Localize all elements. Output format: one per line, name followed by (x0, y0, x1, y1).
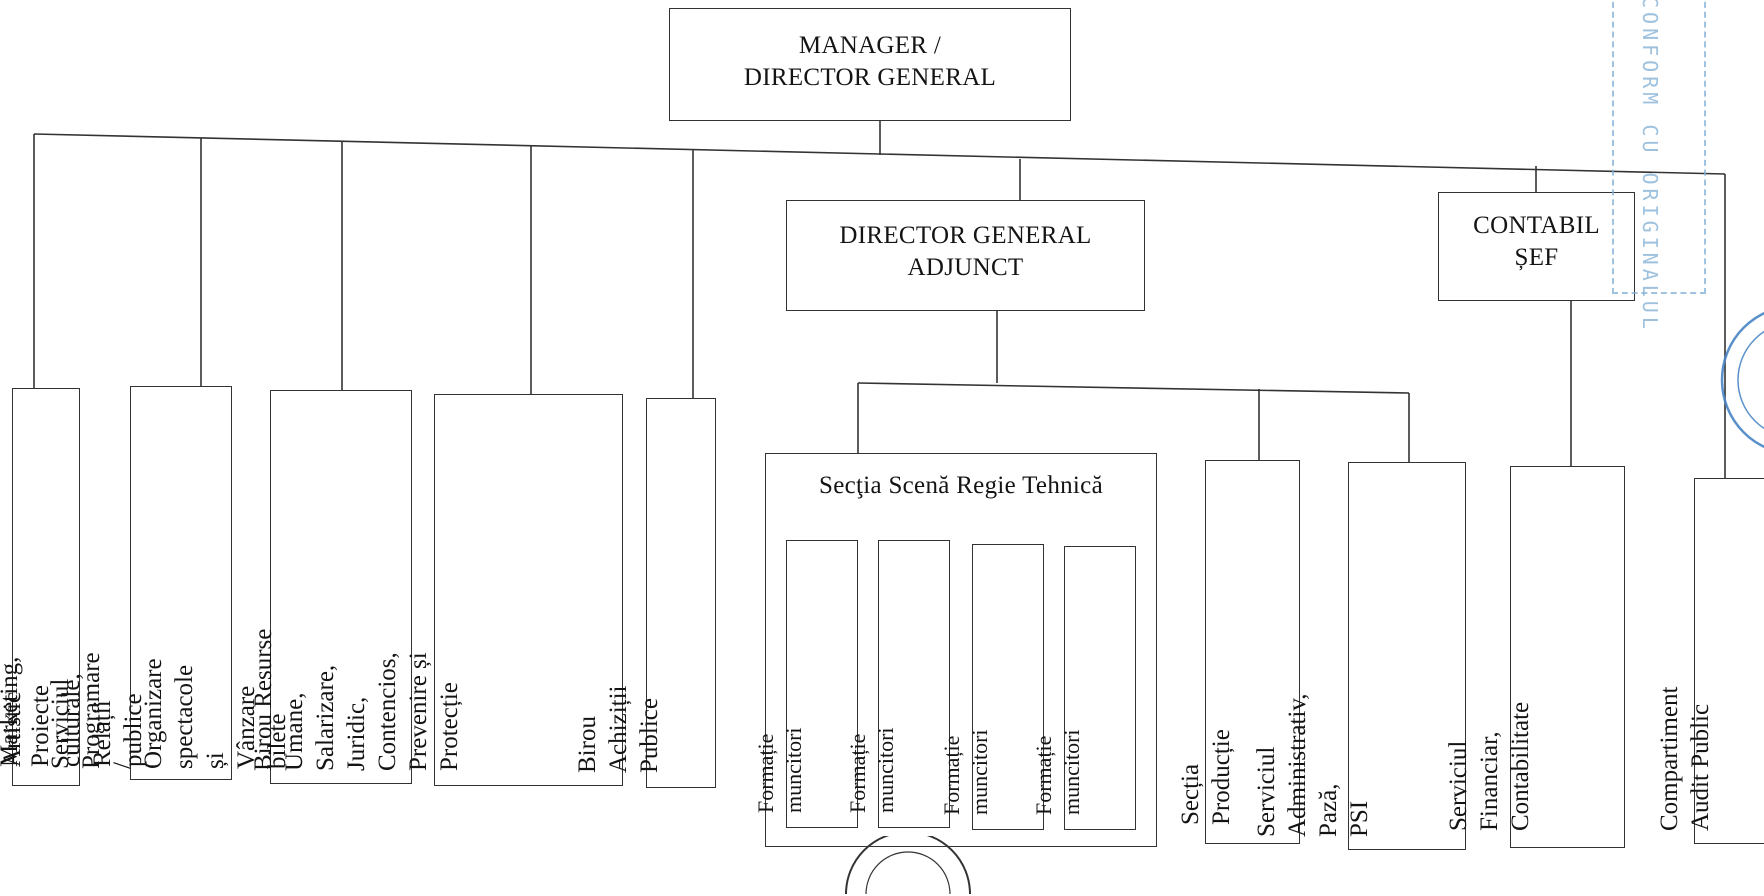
node-serviciul-financiar: Serviciul Financiar, Contabilitate (1445, 466, 1625, 848)
node-serviciul-financiar-label: Serviciul Financiar, Contabilitate (1444, 701, 1534, 831)
connector-main-bus (33, 133, 1726, 175)
node-formatie-4: Formație muncitori (1031, 546, 1136, 830)
certified-copy-stamp-text: CONFORM CU ORIGINALUL (1638, 0, 1662, 333)
node-chief-accountant-label: CONTABIL ȘEF (1473, 212, 1600, 271)
node-deputy: DIRECTOR GENERAL ADJUNCT (786, 200, 1145, 311)
node-birou-achizitii-label: Birou Achiziții Publice (574, 685, 663, 773)
connector-deputy-sub-bus (857, 382, 1410, 394)
node-sectia-productie-label: Secția Producție (1176, 729, 1235, 825)
node-serviciul-programare: Serviciul Programare / Organizare specta… (47, 390, 412, 784)
node-manager-label: MANAGER / DIRECTOR GENERAL (743, 32, 997, 91)
node-deputy-label: DIRECTOR GENERAL ADJUNCT (839, 222, 1092, 281)
connector-lines (33, 120, 1726, 478)
node-sectia-scena-label: Secţia Scenă Regie Tehnică (819, 472, 1103, 499)
official-seal-icon (1720, 311, 1764, 449)
certified-copy-stamp: CONFORM CU ORIGINALUL (1612, 0, 1706, 333)
node-formatie-3-label: Formație muncitori (939, 729, 992, 815)
node-compartiment-audit-label: Compartiment Audit Public (1656, 686, 1714, 831)
node-birou-resurse-umane-label: Birou Resurse Umane, Salarizare, Juridic… (249, 628, 463, 771)
node-formatie-3: Formație muncitori (939, 544, 1044, 830)
node-formatie-1-label: Formație muncitori (753, 727, 806, 813)
node-birou-resurse-umane: Birou Resurse Umane, Salarizare, Juridic… (250, 394, 623, 786)
node-formatie-4-label: Formație muncitori (1031, 729, 1084, 815)
node-sectia-scena: Secţia Scenă Regie Tehnică Formație munc… (753, 453, 1157, 847)
node-formatie-2: Formație muncitori (845, 540, 950, 828)
node-manager: MANAGER / DIRECTOR GENERAL (669, 8, 1071, 121)
node-serviciul-administrativ-label: Serviciul Administrativ, Pază, PSI (1253, 693, 1373, 837)
node-sectia-productie: Secția Producție (1177, 460, 1300, 844)
node-formatie-1: Formație muncitori (753, 540, 858, 828)
node-chief-accountant: CONTABIL ȘEF (1438, 192, 1635, 301)
node-compartiment-audit: Compartiment Audit Public (1656, 478, 1764, 844)
node-birou-achizitii: Birou Achiziții Publice (574, 398, 716, 788)
bottom-seal-icon (845, 836, 971, 895)
node-formatie-2-label: Formație muncitori (845, 727, 898, 813)
node-compartiment-artistic: Compartiment Artistic (0, 388, 80, 786)
node-serviciul-administrativ: Serviciul Administrativ, Pază, PSI (1253, 462, 1466, 850)
node-serviciul-marketing: Serviciul, Marketing, Proiecte culturale… (0, 386, 232, 780)
